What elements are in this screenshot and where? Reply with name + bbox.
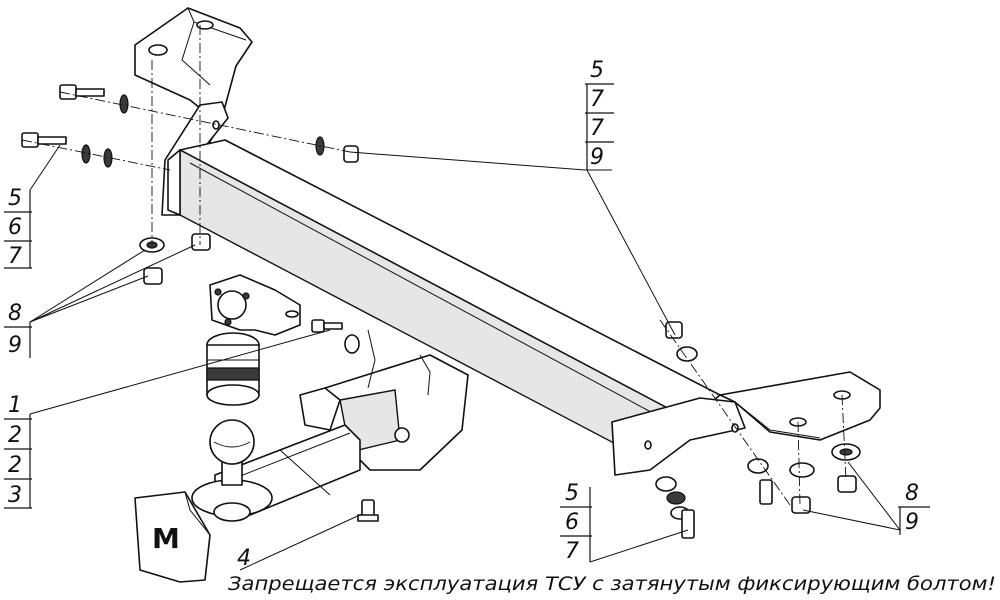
callout-label: 3 — [8, 483, 22, 508]
callout-label: 4 — [237, 546, 251, 571]
leader-lines — [29, 144, 901, 571]
callout-label: 7 — [590, 116, 604, 141]
assembly-axis-lines — [21, 25, 847, 506]
callout-label: 6 — [565, 510, 579, 535]
callout-label: 5 — [565, 481, 579, 506]
callout-label: 9 — [905, 510, 919, 535]
callout-label: 1 — [8, 393, 22, 418]
callout-label: 9 — [590, 145, 604, 170]
callout-label: 6 — [8, 215, 22, 240]
right-mounting-bracket — [611, 371, 881, 476]
callout-label: 5 — [8, 186, 22, 211]
receiver-cover: М — [134, 491, 211, 583]
callout-label: 2 — [8, 453, 22, 478]
callout-bottom-right: 8 9 — [898, 481, 930, 535]
callout-left-lower: 1 2 2 3 — [4, 393, 32, 509]
callout-label: 7 — [590, 87, 604, 112]
callout-label: 7 — [8, 244, 22, 269]
callout-label: 7 — [565, 539, 579, 564]
ball-flange-bracket — [209, 274, 301, 336]
callout-left-upper: 5 6 7 — [4, 186, 32, 269]
callout-label: 9 — [8, 333, 22, 358]
callout-bottom-center: 5 6 7 — [560, 481, 592, 564]
callout-label: 2 — [8, 423, 22, 448]
tow-ball — [191, 419, 273, 522]
callout-label: 8 — [905, 481, 919, 506]
callout-bottom-left: 4 — [237, 546, 251, 571]
callout-left-middle: 8 9 — [4, 301, 32, 358]
warning-text: Запрещается эксплуатация ТСУ с затянутым… — [228, 573, 996, 595]
fasteners — [21, 84, 861, 539]
ball-protective-cap — [206, 332, 260, 406]
callout-top-right: 5 7 7 9 — [585, 58, 614, 170]
callout-label: 8 — [8, 301, 22, 326]
callout-label: 5 — [590, 58, 604, 83]
cover-logo-letter: М — [152, 522, 180, 555]
